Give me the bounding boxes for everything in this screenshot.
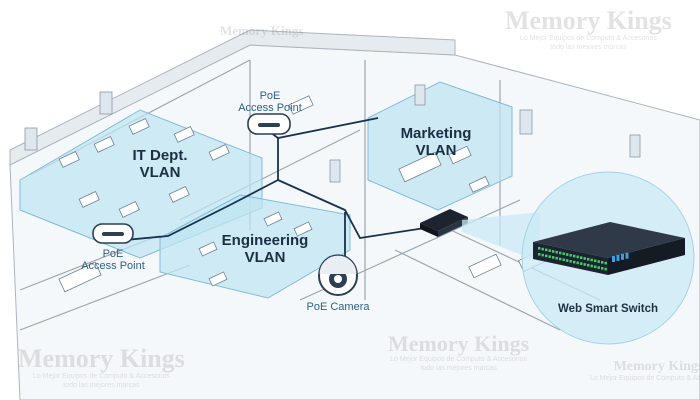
switch-port: [566, 259, 569, 262]
switch-port: [538, 247, 541, 250]
marketing-vlan-line2: VLAN: [415, 141, 457, 159]
switch-port: [562, 252, 565, 256]
switch-port: [569, 254, 572, 257]
small-switch: [420, 209, 468, 237]
access-point-left: [92, 223, 134, 244]
ap-left-line2: Access Point: [81, 260, 145, 273]
marketing-vlan-label: Marketing VLAN: [386, 125, 486, 160]
watermark-brand: Memory Kings: [613, 359, 700, 374]
switch-port: [573, 254, 576, 258]
watermark-tagline: Lo Mejor Equipos de Computo & Accesorios: [519, 35, 657, 42]
switch-port: [566, 253, 569, 256]
switch-port: [597, 266, 600, 269]
network-cabling: [124, 117, 426, 262]
switch-port: [604, 261, 607, 265]
switch-port: [601, 261, 604, 264]
switch-port: [555, 250, 558, 254]
switch-port: [604, 267, 607, 271]
windows: [24, 84, 641, 183]
switch-port: [541, 253, 544, 257]
switch-ports: [538, 247, 629, 271]
switch-port: [562, 258, 565, 262]
switch-port: [597, 260, 600, 263]
watermark-brand: Memory Kings: [505, 6, 672, 35]
switch-port: [590, 258, 593, 262]
switch-port: [559, 257, 562, 261]
it-dept-vlan-line1: IT Dept.: [132, 147, 188, 164]
cable-to-switch: [277, 179, 426, 239]
switch-port: [545, 248, 548, 252]
switch-port: [580, 262, 583, 265]
watermark-tagline: Lo Mejor Equipos de Computo & Accesorios: [32, 373, 170, 380]
watermark-brand: Memory Kings: [388, 331, 530, 356]
switch-port: [552, 256, 555, 259]
watermark-brand: Memory Kings: [18, 344, 185, 373]
building-back-wall: [9, 29, 456, 166]
switch-port: [541, 247, 544, 251]
switch-port: [548, 255, 551, 258]
switch-port: [559, 251, 562, 255]
switch-port: [594, 259, 597, 263]
switch-uplink-port: [612, 256, 615, 262]
office-furniture: [58, 95, 547, 293]
switch-port: [601, 267, 604, 270]
ap-top-label: PoE Access Point: [225, 90, 315, 115]
switch-port: [545, 254, 548, 258]
switch-port: [580, 256, 583, 259]
switch-port: [555, 256, 558, 260]
engineering-vlan-line1: Engineering: [221, 232, 309, 249]
access-point-top: [247, 113, 291, 135]
watermark-tagline: todo las mejores marcas: [63, 382, 140, 390]
ap-top-line1: PoE: [259, 90, 281, 102]
engineering-vlan-line2: VLAN: [244, 248, 286, 266]
switch-uplink-port: [621, 253, 624, 260]
poe-camera: [318, 254, 358, 296]
switch-port: [573, 260, 576, 264]
cable-to-ap-left: [124, 204, 231, 241]
watermark-tagline: todo las mejores marcas: [420, 365, 497, 373]
switch-port: [569, 260, 572, 263]
watermark-tagline: Lo Mejor Equipos de Computo & Accesorios: [390, 356, 528, 363]
ap-left-label: PoE Access Point: [68, 248, 158, 273]
watermark-bottom-right: Memory Kings Lo Mejor Equipos de Computo…: [590, 360, 700, 383]
camera-label-text: PoE Camera: [306, 301, 370, 313]
it-dept-vlan-line2: VLAN: [139, 163, 181, 181]
watermark-top-right: Memory Kings Lo Mejor Equipos de Computo…: [505, 8, 672, 52]
switch-port: [587, 257, 590, 261]
switch-port: [583, 257, 586, 260]
switch-port: [576, 255, 579, 259]
ap-left-line1: PoE: [102, 248, 124, 260]
switch-callout-beam: [462, 212, 540, 262]
ap-top-line2: Access Point: [238, 102, 302, 115]
switch-port: [538, 253, 541, 256]
switch-port: [594, 265, 597, 269]
switch-port: [548, 249, 551, 252]
switch-port: [552, 250, 555, 253]
watermark-tagline: Lo Mejor Equipos de Computo & Accesorios: [590, 375, 700, 382]
engineering-vlan-label: Engineering VLAN: [210, 232, 320, 267]
camera-label: PoE Camera: [288, 301, 388, 313]
switch-label-text: Web Smart Switch: [557, 303, 659, 315]
watermark-bottom-center: Memory Kings Lo Mejor Equipos de Computo…: [388, 333, 529, 373]
watermark-top-left: Memory Kings: [220, 24, 303, 37]
switch-uplink-port: [625, 252, 629, 259]
watermark-bottom-left: Memory Kings Lo Mejor Equipos de Computo…: [18, 346, 185, 390]
switch-port: [590, 264, 593, 268]
engineering-vlan-zone: [159, 194, 351, 299]
switch-uplink-port: [616, 254, 620, 261]
switch-label: Web Smart Switch: [548, 303, 668, 316]
switch-port: [576, 261, 579, 265]
switch-port: [583, 263, 586, 266]
marketing-vlan-line1: Marketing: [400, 125, 472, 142]
it-dept-vlan-label: IT Dept. VLAN: [110, 147, 210, 182]
web-smart-switch-device: [533, 222, 685, 275]
watermark-brand: Memory Kings: [220, 23, 304, 38]
watermark-tagline: todo las mejores marcas: [550, 44, 627, 52]
switch-port: [587, 263, 590, 267]
